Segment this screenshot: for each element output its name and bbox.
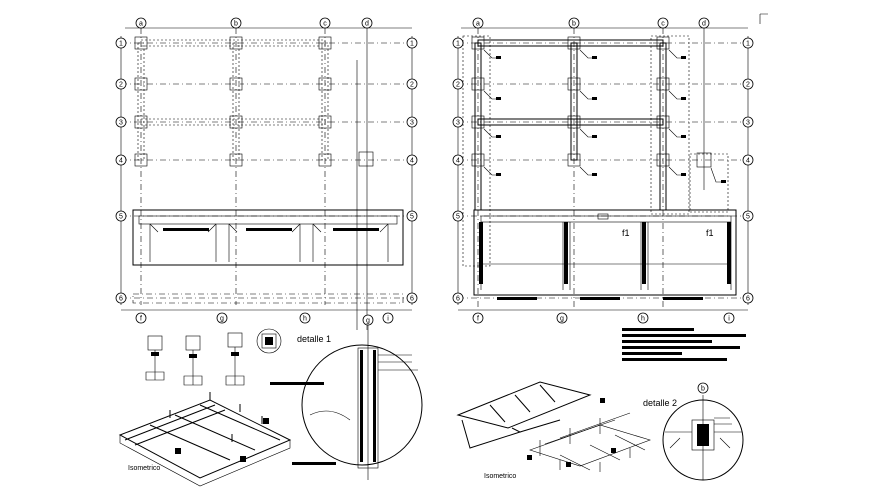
axis-label: 2 — [456, 82, 460, 89]
axis-label: 4 — [456, 158, 460, 165]
axis-label: 2 — [746, 82, 750, 89]
right-foundation-plan — [457, 13, 768, 311]
detail-2-title: detalle 2 — [643, 398, 677, 408]
detail-1-title: detalle 1 — [297, 334, 331, 344]
axis-label: 1 — [119, 41, 123, 48]
axis-label: 5 — [410, 214, 414, 221]
axis-label: b — [572, 21, 576, 28]
right-plan-row-axis-bubbles: 1 2 3 4 5 6 1 2 3 4 5 6 — [452, 37, 754, 304]
axis-label: f — [477, 316, 479, 323]
left-foundation-plan — [120, 27, 413, 330]
axis-label: a — [476, 21, 480, 28]
axis-label: 1 — [456, 41, 460, 48]
axis-label: b — [234, 21, 238, 28]
detail-1: g — [292, 314, 423, 480]
axis-label: 4 — [119, 158, 123, 165]
axis-label: h — [303, 316, 307, 323]
axis-label: g — [220, 316, 224, 323]
left-plan-top-axis-bubbles: a b c d — [135, 17, 373, 29]
axis-label: 2 — [410, 82, 414, 89]
axis-label: a — [139, 21, 143, 28]
axis-label: i — [728, 316, 730, 323]
isometric-left-drawing — [118, 392, 292, 487]
isometric-left-caption: Isometrico — [128, 465, 160, 472]
axis-label: 3 — [410, 120, 414, 127]
axis-label: 4 — [746, 158, 750, 165]
axis-label: 1 — [746, 41, 750, 48]
axis-label: 2 — [119, 82, 123, 89]
axis-label: g — [366, 318, 370, 325]
axis-label: c — [661, 21, 665, 28]
axis-label: 3 — [119, 120, 123, 127]
column-sections — [145, 328, 324, 386]
axis-label: 1 — [410, 41, 414, 48]
axis-label: g — [560, 316, 564, 323]
axis-label: 6 — [410, 296, 414, 303]
axis-label: b — [701, 386, 705, 393]
isometric-right-drawing — [456, 381, 651, 472]
axis-label: c — [323, 21, 327, 28]
axis-label: 5 — [456, 214, 460, 221]
axis-label: 6 — [456, 296, 460, 303]
isometric-right-caption: Isometrico — [484, 473, 516, 480]
footing-label: f1 — [622, 228, 630, 238]
axis-label: h — [641, 316, 645, 323]
axis-label: 3 — [456, 120, 460, 127]
notes-block — [622, 328, 746, 361]
axis-label: 6 — [746, 296, 750, 303]
detail-2: b — [662, 382, 744, 481]
axis-label: 6 — [119, 296, 123, 303]
axis-label: 5 — [746, 214, 750, 221]
left-plan-row-axis-bubbles: 1 2 3 4 5 6 1 2 3 4 5 6 — [115, 37, 418, 304]
axis-label: i — [387, 316, 389, 323]
axis-label: d — [702, 21, 706, 28]
axis-label: 4 — [410, 158, 414, 165]
axis-label: 3 — [746, 120, 750, 127]
axis-label: f — [140, 316, 142, 323]
right-plan-top-axis-bubbles: a b c d — [472, 17, 710, 29]
right-plan-bottom-axis-bubbles: f g h i — [472, 312, 735, 324]
axis-label: d — [365, 21, 369, 28]
footing-label: f1 — [706, 228, 714, 238]
left-plan-bottom-axis-bubbles: f g h i — [135, 312, 394, 324]
axis-label: 5 — [119, 214, 123, 221]
